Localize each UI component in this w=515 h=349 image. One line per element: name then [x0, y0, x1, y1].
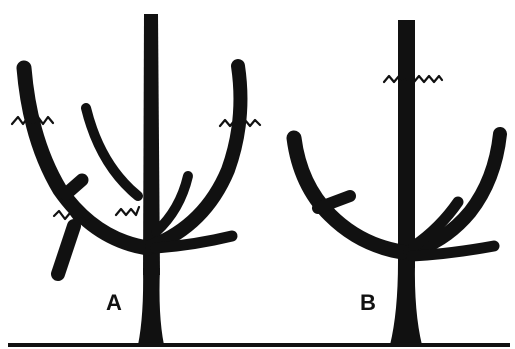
tree-b: B: [286, 20, 507, 345]
panel-label-a: A: [106, 290, 122, 315]
tree-b-left-stub: [312, 190, 356, 214]
tree-b-cut-leader: [382, 74, 444, 84]
tree-a-central-leader: [143, 14, 160, 275]
tree-b-right-inner-branch: [408, 196, 464, 252]
tree-a-right-scaffold: [145, 59, 248, 253]
tree-a-lower-limb: [51, 219, 81, 281]
tree-b-right-spur: [406, 240, 500, 262]
tree-a-cut-right-top: [218, 118, 262, 128]
tree-a-cut-left-top: [10, 115, 55, 126]
tree-a-left-scaffold: [16, 60, 156, 256]
tree-b-right-scaffold: [403, 127, 507, 259]
tree-b-trunk-base: [390, 262, 422, 345]
tree-a-cut-lower: [52, 209, 93, 225]
tree-a-inner-left-branch: [81, 103, 143, 201]
tree-a: A: [10, 14, 262, 345]
tree-b-left-scaffold: [286, 130, 410, 260]
tree-a-left-stub: [59, 173, 89, 201]
panel-label-b: B: [360, 290, 376, 315]
tree-a-right-spur: [150, 230, 238, 254]
tree-a-right-inner-branch: [151, 171, 193, 237]
tree-a-cut-inner: [114, 205, 141, 217]
tree-b-central-leader: [398, 20, 415, 268]
tree-a-trunk-base: [138, 268, 164, 345]
